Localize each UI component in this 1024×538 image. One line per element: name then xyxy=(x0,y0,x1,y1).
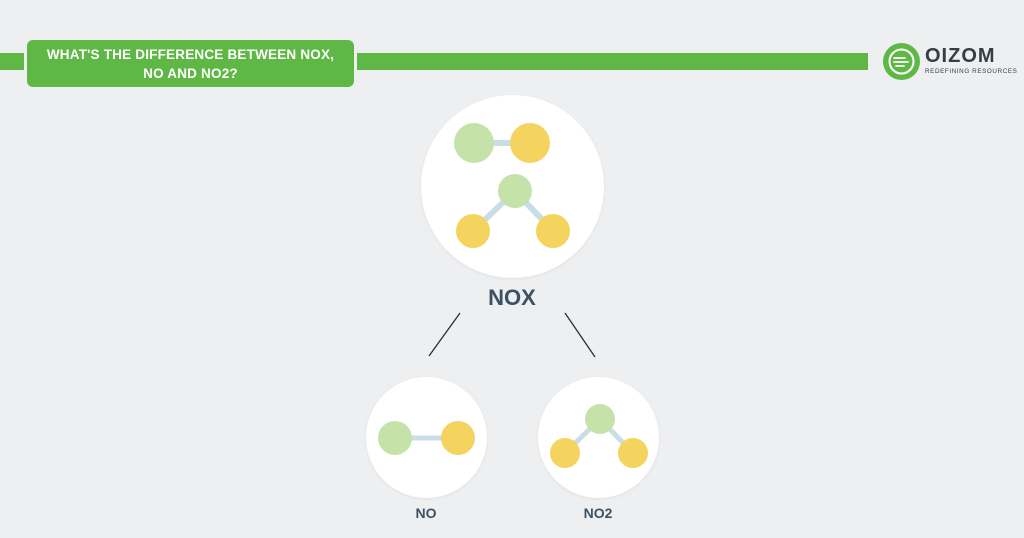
connector-line-left xyxy=(428,312,461,357)
connector-line-right xyxy=(564,312,596,358)
no-node xyxy=(366,377,487,498)
page-title: WHAT'S THE DIFFERENCE BETWEEN NOX, NO AN… xyxy=(46,46,335,81)
logo-tagline: REDEFINING RESOURCES xyxy=(925,68,1018,75)
nox-molecule-icon xyxy=(454,123,570,248)
no2-label: NO2 xyxy=(583,505,613,521)
nox-node xyxy=(421,95,604,278)
page-title-banner: WHAT'S THE DIFFERENCE BETWEEN NOX, NO AN… xyxy=(24,37,357,90)
brand-logo: OIZOM REDEFINING RESOURCES xyxy=(880,42,1020,82)
no2-node xyxy=(538,377,659,498)
logo-wordmark: OIZOM xyxy=(925,45,996,67)
no-label: NO xyxy=(415,505,437,521)
no2-molecule-icon xyxy=(550,404,648,468)
nox-label: NOX xyxy=(488,285,536,310)
no-molecule-icon xyxy=(378,421,475,455)
logo-mark-icon xyxy=(883,43,920,80)
